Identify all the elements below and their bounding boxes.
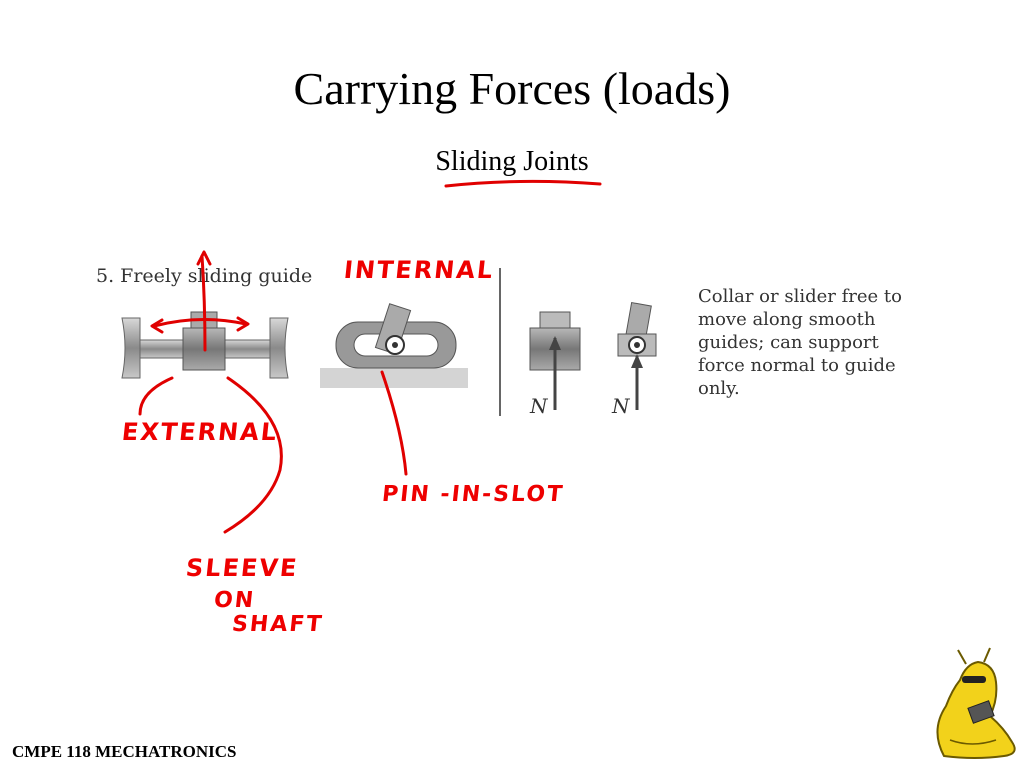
sleeve-pointer-line	[223, 376, 283, 534]
collar-free-body-diagram	[529, 311, 581, 410]
horizontal-arrow-right-head	[236, 316, 250, 332]
horizontal-arrow-left-head	[150, 318, 164, 334]
subtitle-underline	[444, 179, 602, 188]
caption-line: only.	[698, 378, 740, 399]
external-pointer-line	[138, 376, 174, 416]
caption-line: force normal to guide	[698, 355, 896, 376]
slide-title: Carrying Forces (loads)	[293, 63, 731, 114]
normal-force-label-collar: N	[530, 394, 548, 418]
pin-free-body-diagram	[617, 301, 657, 410]
caption-line: Collar or slider free to	[698, 286, 902, 307]
slide-subtitle: Sliding Joints	[435, 146, 589, 177]
caption-line: move along smooth	[698, 309, 876, 330]
pin-in-slot-pointer-line	[380, 370, 408, 476]
pin-in-slot-drawing	[320, 303, 468, 388]
normal-force-label-pin: N	[612, 394, 630, 418]
caption-line: guides; can support	[698, 332, 879, 353]
vertical-arrow-stroke	[200, 254, 207, 352]
vertical-arrow-head	[196, 250, 212, 266]
course-footer: CMPE 118 MECHATRONICS	[12, 742, 237, 761]
figure-caption: Collar or slider free to move along smoo…	[698, 285, 928, 400]
horizontal-arrow-stroke	[152, 318, 248, 328]
